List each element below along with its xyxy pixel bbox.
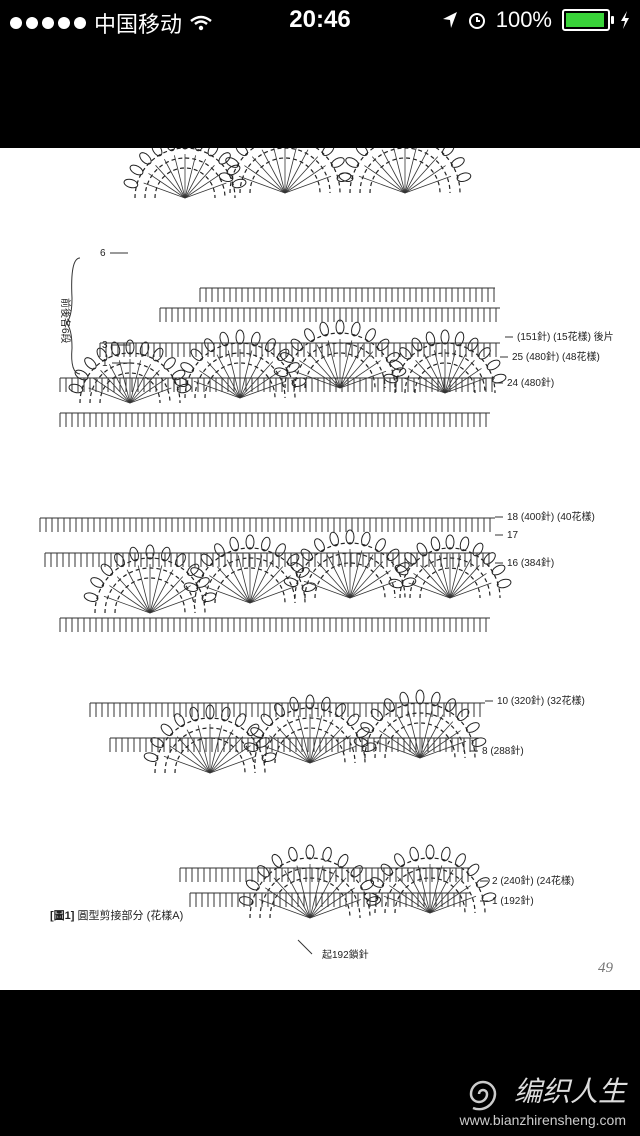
signal-dots-icon xyxy=(10,17,86,29)
row-label: 2 (240針) (24花樣) xyxy=(492,874,574,887)
charging-bolt-icon xyxy=(621,11,629,29)
battery-icon xyxy=(562,9,614,31)
side-note: 前後各6段 xyxy=(59,298,72,344)
status-bar: 中国移动 20:46 100% xyxy=(0,0,640,40)
crochet-diagram: 6 3 1 (151針) (15花樣) 後片 25 (480針) (48花樣) 24 (4… xyxy=(39,148,614,961)
row-label: 1 xyxy=(102,358,108,369)
watermark: 编织人生 www.bianzhirensheng.com xyxy=(459,1070,626,1128)
row-label: 24 (480針) xyxy=(507,376,554,389)
bottom-bar: 编织人生 www.bianzhirensheng.com xyxy=(0,990,640,1136)
status-left: 中国移动 xyxy=(10,7,212,39)
page-number: 49 xyxy=(598,960,613,976)
battery-fill xyxy=(566,13,604,27)
caption-tag: [圖1] xyxy=(50,910,75,922)
row-label: 1 (192針) xyxy=(492,894,534,907)
row-labels: 6 3 1 (151針) (15花樣) 後片 25 (480針) (48花樣) 24 (4… xyxy=(59,248,614,961)
row-label: 3 xyxy=(102,340,108,351)
stitch-rows xyxy=(39,287,500,907)
row-label: 16 (384針) xyxy=(507,556,554,569)
clock: 20:46 xyxy=(289,6,351,33)
caption-text: 圓型剪接部分 (花樣A) xyxy=(77,910,184,922)
row-label: 10 (320針) (32花樣) xyxy=(497,694,585,707)
figure-caption: [圖1] 圓型剪接部分 (花樣A) xyxy=(50,907,183,923)
row-label: (151針) (15花樣) 後片 xyxy=(517,330,614,343)
status-right: 100% xyxy=(442,7,630,33)
spiral-logo-icon xyxy=(469,1080,497,1111)
location-arrow-icon xyxy=(442,12,457,28)
row-label: 8 (288針) xyxy=(482,744,524,757)
row-label: 18 (400針) (40花樣) xyxy=(507,510,595,523)
stitch-pattern xyxy=(68,148,512,919)
watermark-url: www.bianzhirensheng.com xyxy=(459,1112,626,1128)
row-label: 25 (480針) (48花樣) xyxy=(512,350,600,363)
carrier-label: 中国移动 xyxy=(94,12,183,37)
start-chain-note: 起192鎖針 xyxy=(322,948,369,961)
watermark-logo: 编织人生 xyxy=(459,1070,626,1112)
crochet-chart-image[interactable]: 6 3 1 (151針) (15花樣) 後片 25 (480針) (48花樣) 24 (4… xyxy=(0,148,640,990)
battery-percent: 100% xyxy=(495,7,552,32)
alarm-icon xyxy=(468,13,485,29)
watermark-logo-text: 编织人生 xyxy=(513,1076,626,1108)
row-label: 6 xyxy=(100,248,106,259)
wifi-icon xyxy=(190,15,212,31)
row-label: 17 xyxy=(507,530,519,541)
